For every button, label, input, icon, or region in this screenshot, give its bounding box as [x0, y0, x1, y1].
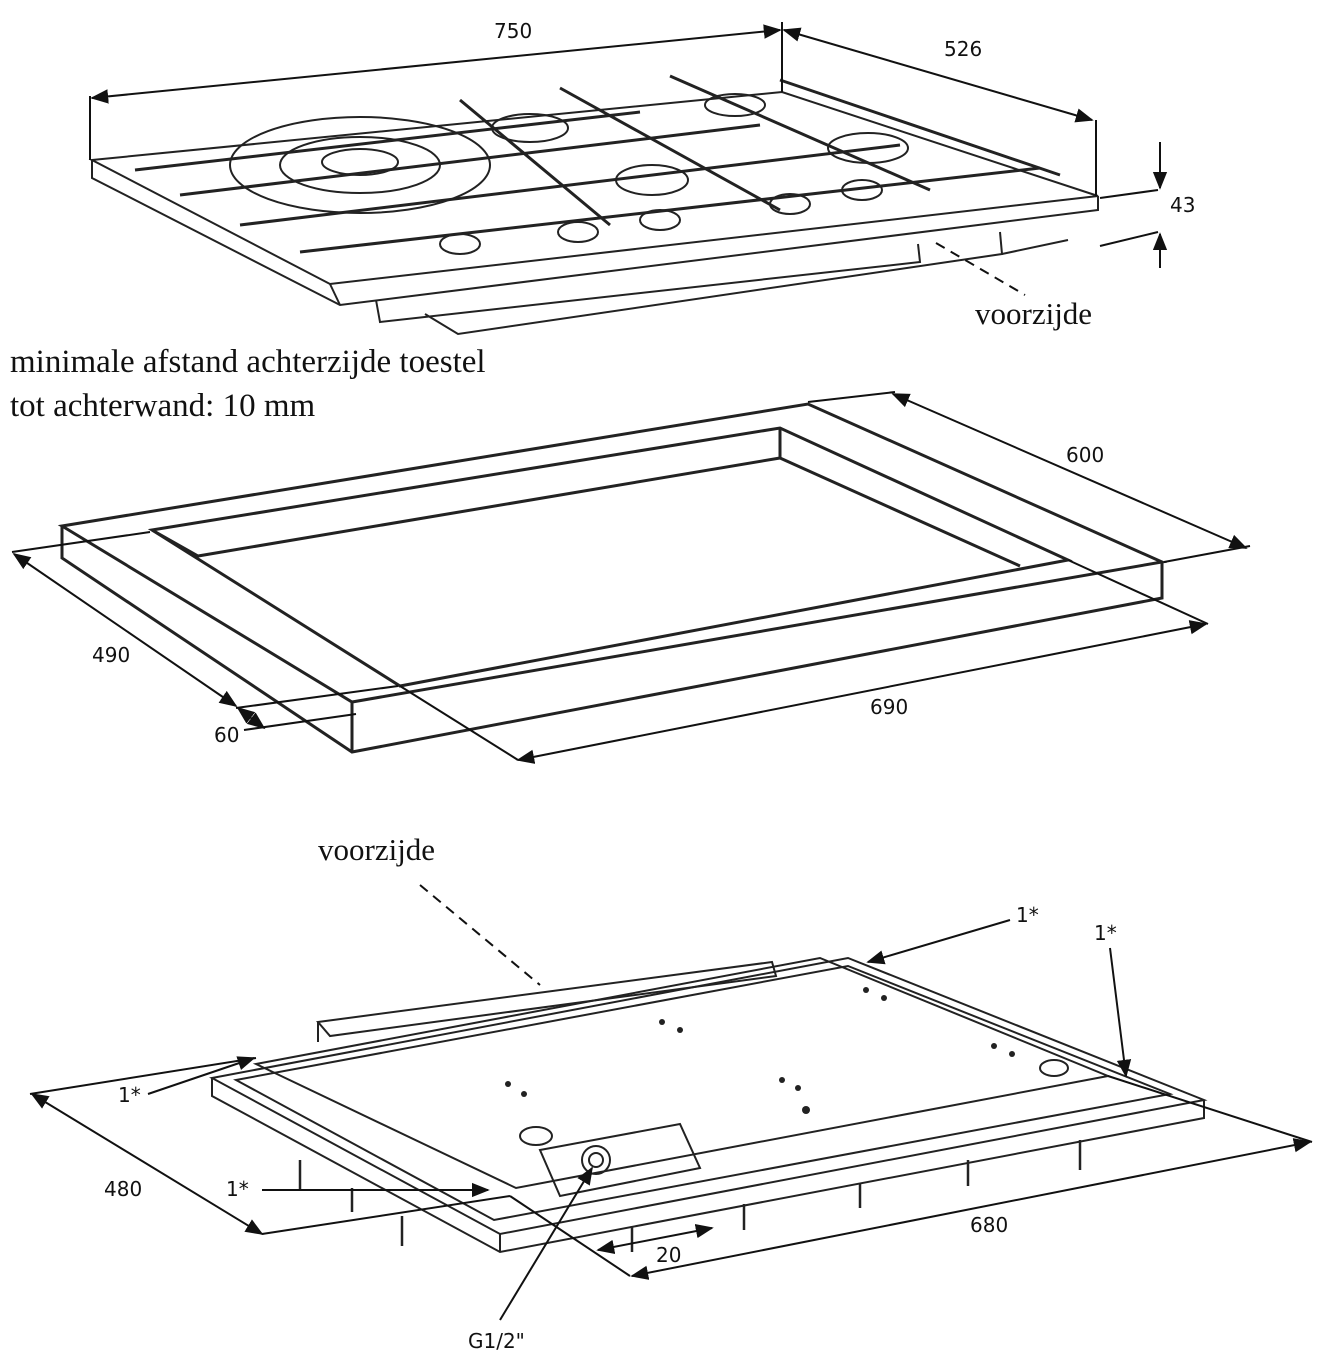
- underside-feet: [298, 1140, 1082, 1252]
- hob-drawing: [88, 74, 1099, 336]
- cutout-dimensions: [11, 391, 1251, 764]
- burner-3: [615, 164, 689, 196]
- cutout-opening-lip: [151, 456, 781, 558]
- fixing-leader-1: [866, 919, 1011, 965]
- gas-leader: [499, 1166, 593, 1321]
- underside-offset-label: 20: [656, 1243, 681, 1267]
- burner-5: [827, 132, 909, 164]
- cutout-outer-frame: [57, 402, 1168, 704]
- pan-supports: [134, 74, 1061, 254]
- underside-body: [252, 956, 1112, 1190]
- fixing-label-1: 1*: [1016, 903, 1039, 927]
- hob-height-label: 43: [1170, 193, 1195, 217]
- front-leader-top: [935, 242, 1026, 296]
- gas-connector-fitting: [581, 1145, 611, 1175]
- cutout-inner-depth-label: 490: [92, 643, 130, 667]
- underside-foot-pad-1: [519, 1126, 553, 1146]
- underside-offset-line: [596, 1224, 714, 1254]
- fixing-leader-2: [1109, 947, 1132, 1078]
- fixing-label-3: 1*: [118, 1083, 141, 1107]
- burners: [229, 93, 909, 214]
- fixing-label-2: 1*: [1094, 921, 1117, 945]
- clearance-note-line-1: minimale afstand achterzijde toestel: [10, 344, 486, 380]
- control-knobs: [439, 179, 883, 255]
- width-dimension-line: [90, 24, 782, 104]
- burner-2: [491, 113, 569, 143]
- hob-depth-label: 526: [944, 37, 982, 61]
- underside-depth-line: [30, 1093, 264, 1235]
- cutout-front-margin-label: 60: [214, 723, 239, 747]
- underside-drawing: [209, 956, 1208, 1254]
- fixing-leader-3: [147, 1056, 256, 1095]
- cutout-opening: [147, 426, 1073, 688]
- cutout-depth-label: 600: [1066, 443, 1104, 467]
- fixing-label-4: 1*: [226, 1177, 249, 1201]
- clearance-note: minimale afstand achterzijde toestel tot…: [10, 340, 486, 428]
- cutout-inner-depth-line: [12, 552, 238, 708]
- hob-dimensions: [89, 22, 1168, 296]
- cutout-outer-thickness: [60, 526, 1164, 754]
- underside-front-label: voorzijde: [318, 832, 435, 867]
- underside-width-label: 680: [970, 1213, 1008, 1237]
- hob-body: [375, 243, 922, 324]
- clearance-note-line-2: tot achterwand: 10 mm: [10, 388, 316, 424]
- underside-foot-pad-2: [1039, 1059, 1069, 1077]
- cutout-front-margin-line: [236, 706, 266, 730]
- front-leader-bottom: [419, 884, 541, 986]
- underside-width-line: [630, 1138, 1312, 1280]
- depth-dimension-line: [782, 27, 1094, 123]
- cutout-width-line: [516, 620, 1208, 764]
- hob-front-label: voorzijde: [975, 296, 1092, 331]
- cutout-depth-line: [891, 393, 1248, 549]
- underside-raised-panel: [316, 960, 778, 1038]
- underside-depth-label: 480: [104, 1177, 142, 1201]
- underside-holes: [505, 987, 1015, 1114]
- gas-connection-label: G1/2": [468, 1329, 525, 1353]
- wok-burner: [229, 116, 491, 214]
- hob-width-label: 750: [494, 19, 532, 43]
- cutout-width-label: 690: [870, 695, 908, 719]
- underside-dimensions: [29, 884, 1313, 1321]
